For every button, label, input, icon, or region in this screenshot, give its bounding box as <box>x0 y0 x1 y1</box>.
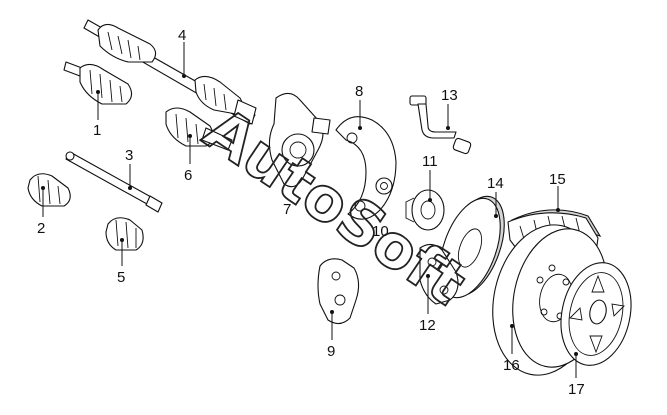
callout-7: 7 <box>283 201 291 218</box>
callout-2: 2 <box>37 220 45 237</box>
part-11-hub-bearing <box>405 189 445 231</box>
callout-15: 15 <box>549 171 566 188</box>
callout-1: 1 <box>93 122 101 139</box>
part-2-boot <box>27 173 71 207</box>
callout-13: 13 <box>441 87 458 104</box>
part-17-wheel-cover <box>560 262 632 366</box>
callout-3: 3 <box>125 147 133 164</box>
callout-6: 6 <box>184 167 192 184</box>
callout-9: 9 <box>327 343 335 360</box>
part-10-nut <box>375 177 393 195</box>
part-6-boot <box>165 107 233 151</box>
part-7-steering-knuckle <box>268 92 331 188</box>
part-3-shaft <box>65 151 163 213</box>
callout-17: 17 <box>568 381 585 398</box>
callout-10: 10 <box>372 223 389 240</box>
part-4-drive-shaft <box>83 19 257 125</box>
part-5-boot <box>105 217 144 251</box>
callout-leaders <box>41 42 578 378</box>
callout-12: 12 <box>419 317 436 334</box>
part-13-brake-hose <box>409 95 472 155</box>
callout-11: 11 <box>422 153 438 170</box>
callout-8: 8 <box>355 83 363 100</box>
part-9-bracket <box>317 258 360 325</box>
callout-5: 5 <box>117 269 125 286</box>
part-1-boot-assembly <box>63 61 133 105</box>
callout-16: 16 <box>503 357 520 374</box>
callout-4: 4 <box>178 27 186 44</box>
part-12-caliper-bracket <box>419 243 459 305</box>
callout-14: 14 <box>487 175 504 192</box>
